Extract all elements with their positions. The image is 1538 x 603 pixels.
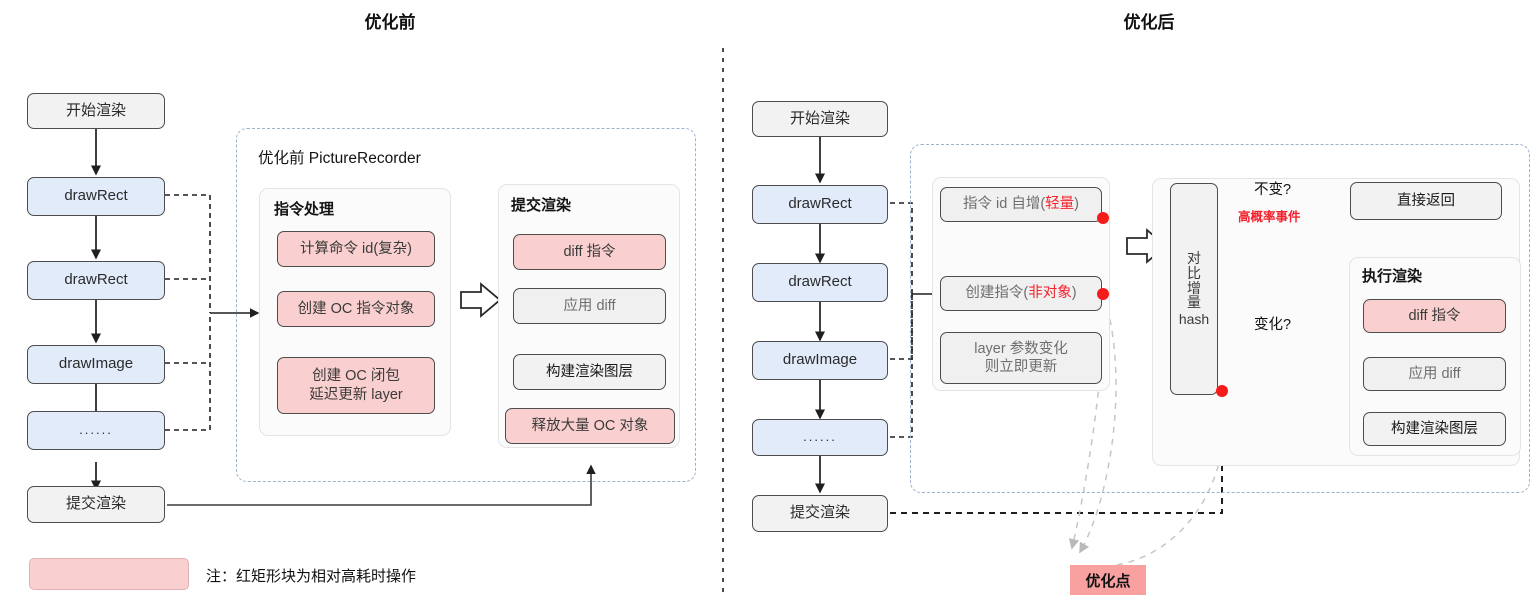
before-instruction-item-2: 创建 OC 指令对象 xyxy=(277,291,435,327)
branch-note-high-probability: 高概率事件 xyxy=(1238,210,1301,224)
after-optimized-container xyxy=(910,144,1530,493)
branch-label-unchanged: 不变? xyxy=(1254,182,1292,198)
after-instruction-item-2-accent: 非对象 xyxy=(1028,285,1072,302)
after-flow-node-drawrect-2: drawRect xyxy=(752,263,888,302)
before-instruction-item-3-line1: 创建 OC 闭包 xyxy=(312,368,400,385)
before-commit-item-4: 释放大量 OC 对象 xyxy=(505,408,675,444)
after-execute-item-2: 应用 diff xyxy=(1363,357,1506,391)
after-flow-node-commit: 提交渲染 xyxy=(752,495,888,532)
after-group-execute-title: 执行渲染 xyxy=(1362,268,1423,285)
after-hash-box-c4: 量 xyxy=(1187,294,1201,311)
before-instruction-item-3-line2: 延迟更新 layer xyxy=(309,386,403,403)
after-instruction-item-1: 指令 id 自增(轻量) xyxy=(940,187,1102,222)
after-instruction-item-2: 创建指令(非对象) xyxy=(940,276,1102,311)
after-instruction-item-1-text: 指令 id 自增( xyxy=(962,196,1046,213)
branch-label-changed: 变化? xyxy=(1254,317,1292,333)
after-hash-box-ascii: hash xyxy=(1178,311,1210,328)
before-recorder-container xyxy=(236,128,696,482)
before-flow-node-commit: 提交渲染 xyxy=(27,486,165,523)
after-instruction-item-2-tail: ) xyxy=(1071,285,1077,302)
before-group-commit-title: 提交渲染 xyxy=(511,197,572,214)
panel-title-after: 优化后 xyxy=(1123,13,1175,32)
after-flow-node-drawrect-1: drawRect xyxy=(752,185,888,224)
legend-note: 注：红矩形块为相对高耗时操作 xyxy=(206,568,417,585)
after-hash-box: 对 比 增 量 hash xyxy=(1170,183,1218,395)
before-instruction-item-1: 计算命令 id(复杂) xyxy=(277,231,435,267)
panel-title-before: 优化前 xyxy=(364,13,416,32)
after-instruction-item-3-line1: layer 参数变化 xyxy=(974,340,1068,357)
before-flow-node-drawimage: drawImage xyxy=(27,345,165,384)
before-commit-item-2: 应用 diff xyxy=(513,288,666,324)
before-group-instruction-title: 指令处理 xyxy=(274,201,335,218)
before-instruction-item-3: 创建 OC 闭包 延迟更新 layer xyxy=(277,357,435,414)
before-flow-node-drawrect-2: drawRect xyxy=(27,261,165,300)
after-flow-node-drawimage: drawImage xyxy=(752,341,888,380)
after-instruction-item-3: layer 参数变化 则立即更新 xyxy=(940,332,1102,384)
optimization-dot-3 xyxy=(1216,385,1228,397)
optimization-dot-2 xyxy=(1097,288,1109,300)
before-flow-node-ellipsis: ...... xyxy=(27,411,165,450)
after-instruction-item-2-text: 创建指令( xyxy=(965,285,1029,302)
before-flow-node-drawrect-1: drawRect xyxy=(27,177,165,216)
before-flow-node-start: 开始渲染 xyxy=(27,93,165,129)
optimization-dot-1 xyxy=(1097,212,1109,224)
before-commit-item-1: diff 指令 xyxy=(513,234,666,270)
before-commit-item-3: 构建渲染图层 xyxy=(513,354,666,390)
after-flow-node-ellipsis: ...... xyxy=(752,419,888,456)
before-recorder-label: 优化前 PictureRecorder xyxy=(258,150,421,167)
after-flow-node-start: 开始渲染 xyxy=(752,101,888,137)
after-hash-box-c1: 对 xyxy=(1187,250,1201,267)
legend-swatch xyxy=(29,558,189,590)
after-execute-item-3: 构建渲染图层 xyxy=(1363,412,1506,446)
after-direct-return: 直接返回 xyxy=(1350,182,1502,220)
after-hash-box-c3: 增 xyxy=(1187,279,1201,296)
optimization-point-tag: 优化点 xyxy=(1070,565,1146,595)
after-execute-item-1: diff 指令 xyxy=(1363,299,1506,333)
after-instruction-item-3-line2: 则立即更新 xyxy=(984,359,1058,375)
after-hash-box-c2: 比 xyxy=(1187,264,1201,281)
after-instruction-item-1-tail: ) xyxy=(1074,196,1079,213)
after-instruction-item-1-accent: 轻量 xyxy=(1045,196,1075,213)
